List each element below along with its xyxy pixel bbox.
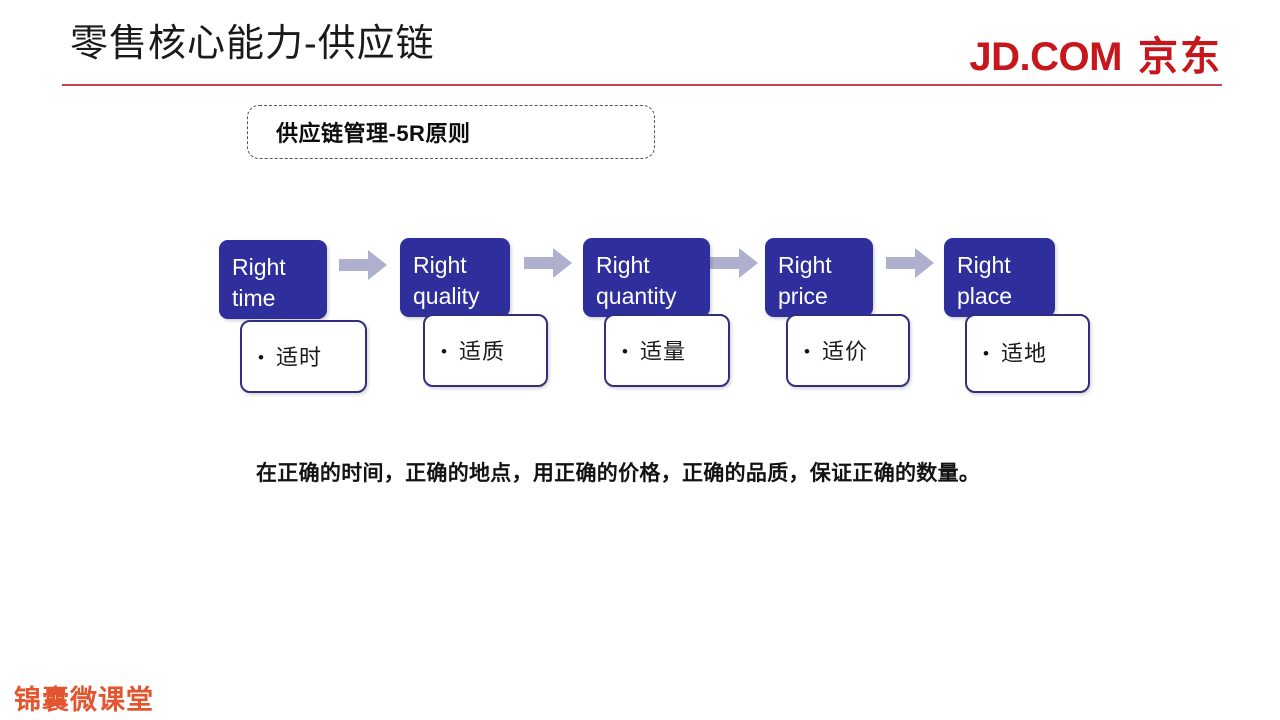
- flow-step-2-card: • 适质: [423, 314, 548, 387]
- flow-step-5-blue-box: Right place: [944, 238, 1055, 317]
- flow-step-1-en-line1: Right: [232, 254, 286, 280]
- subtitle-text: 供应链管理-5R原则: [276, 121, 471, 146]
- flow-step-5-en-line2: place: [957, 282, 1012, 309]
- slide-header: 零售核心能力-供应链 JD.COM 京东: [0, 0, 1280, 92]
- flow-step-1-blue-box: Right time: [219, 240, 327, 319]
- flow-step-2-bullet: •: [441, 342, 447, 361]
- flow-step-3-blue-box: Right quantity: [583, 238, 710, 317]
- flow-step-3-bullet: •: [622, 342, 628, 361]
- watermark-logo: 锦囊微课堂: [14, 685, 154, 716]
- summary-statement: 在正确的时间，正确的地点，用正确的价格，正确的品质，保证正确的数量。: [256, 462, 981, 485]
- flow-step-1-en-line2: time: [232, 284, 276, 311]
- flow-step-2-card-text: 适质: [458, 339, 505, 364]
- flow-step-4-blue-box: Right price: [765, 238, 873, 317]
- flow-step-3-card: • 适量: [604, 314, 730, 387]
- jd-logo-latin: JD.COM: [969, 35, 1122, 79]
- flow-step-5-en-line1: Right: [957, 252, 1011, 278]
- jd-logo: JD.COM 京东: [969, 24, 1222, 82]
- flow-step-5-bullet: •: [983, 344, 989, 363]
- flow-step-4-en-line2: price: [778, 282, 828, 309]
- flow-step-3-en-line2: quantity: [596, 282, 677, 309]
- page-title: 零售核心能力-供应链: [70, 23, 435, 65]
- flow-step-3-card-text: 适量: [639, 339, 686, 364]
- subtitle-dashed-box: 供应链管理-5R原则: [247, 105, 655, 159]
- jd-logo-cjk: 京东: [1138, 35, 1222, 79]
- flow-step-4-card: • 适价: [786, 314, 910, 387]
- flow-step-5-card: • 适地: [965, 314, 1090, 393]
- flow-arrow-1: [339, 250, 387, 280]
- flow-arrow-4: [886, 248, 934, 278]
- flow-step-3-en-line1: Right: [596, 252, 650, 278]
- flow-step-1-card: • 适时: [240, 320, 367, 393]
- flow-arrow-2: [524, 248, 572, 278]
- header-divider: [62, 84, 1222, 86]
- flow-step-2-en-line1: Right: [413, 252, 467, 278]
- flow-step-2-en-line2: quality: [413, 282, 480, 309]
- flow-arrow-3: [710, 248, 758, 278]
- flow-step-2-blue-box: Right quality: [400, 238, 510, 317]
- flow-step-4-card-text: 适价: [821, 339, 868, 364]
- flow-step-4-bullet: •: [804, 342, 810, 361]
- flow-step-1-bullet: •: [258, 348, 264, 367]
- flow-step-5-card-text: 适地: [1000, 341, 1047, 366]
- flow-step-1-card-text: 适时: [275, 345, 322, 370]
- flow-step-4-en-line1: Right: [778, 252, 832, 278]
